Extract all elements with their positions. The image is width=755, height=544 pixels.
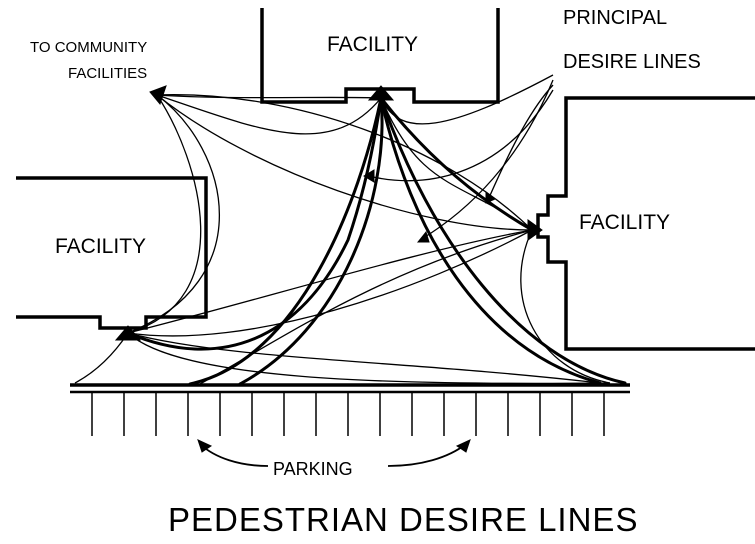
facility-top-label: FACILITY [327,33,418,56]
parking-edge [70,383,630,394]
principal-desire-lines [126,96,627,386]
principal-label-line-1: PRINCIPAL [563,7,667,29]
secondary-desire-lines [74,74,611,385]
community-label-line-2: FACILITIES [68,65,147,82]
facility-left-building [16,176,208,330]
parking-arrows [197,439,471,467]
diagram-caption: PEDESTRIAN DESIRE LINES [168,501,638,538]
facility-right-building [536,96,755,351]
parking-label: PARKING [273,459,353,479]
arrow-top-facility [367,85,395,101]
arrow-right-facility [527,219,543,241]
facility-left-label: FACILITY [55,235,146,258]
principal-label-line-2: DESIRE LINES [563,51,701,73]
facility-right-label: FACILITY [579,211,670,234]
arrowheads [114,85,543,341]
arrow-left-facility [114,325,142,341]
community-label-line-1: TO COMMUNITY [30,39,147,56]
parking-stalls [91,393,605,436]
arrow-community [149,85,167,106]
